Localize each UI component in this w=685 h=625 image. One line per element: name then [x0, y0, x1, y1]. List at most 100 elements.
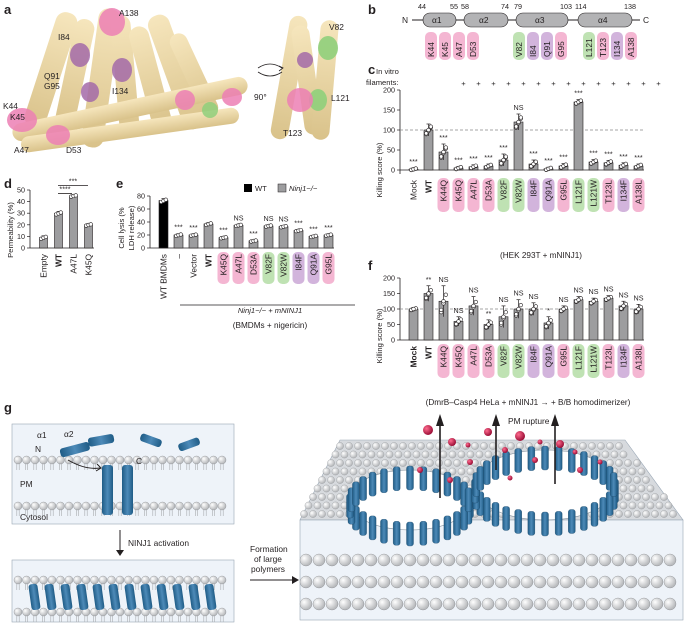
data-point: [518, 115, 523, 120]
rotation-arrow-icon: [257, 63, 283, 69]
residue-pill-k45: K45: [439, 32, 451, 60]
residue-pill-d53: D53: [467, 32, 479, 60]
residue-pill-g95: G95: [555, 32, 567, 60]
residue-label: A138: [626, 37, 636, 57]
significance-label: NS: [514, 103, 524, 112]
right-arrow-icon: [292, 576, 299, 584]
data-point: [73, 193, 78, 198]
data-point: [439, 307, 444, 313]
data-point: [499, 320, 504, 325]
pos-74: 74: [501, 2, 509, 11]
y-tick-label: 20: [137, 231, 145, 240]
significance-label: ***: [469, 154, 478, 163]
legend-ninj1-label: Ninj1−/−: [289, 184, 318, 193]
cytosolic-content-bead: [448, 438, 456, 446]
data-point: [503, 154, 508, 159]
data-point: [193, 232, 198, 237]
filament-plus: +: [611, 79, 616, 88]
panel-e: e Cell lysis (% LDH release) 020406080WT…: [116, 176, 355, 330]
protein-structure-main: A138 I84 Q91 G95 I134 K44 K45 A47 D53: [3, 8, 248, 155]
significance-label: NS: [499, 295, 509, 304]
residue-label: A47: [454, 42, 464, 57]
pos-44: 44: [418, 2, 426, 11]
filament-plus: +: [596, 79, 601, 88]
c-caption: (HEK 293T + mNINJ1): [500, 251, 582, 260]
data-point: [443, 292, 448, 297]
sig-bracket-1: ****: [59, 184, 70, 193]
data-point: [516, 119, 521, 125]
x-tick-label: T123L: [604, 346, 614, 370]
y-tick-label: 200: [383, 274, 395, 283]
g-activation-label: NINJ1 activation: [128, 538, 189, 548]
x-tick-label: A47L: [469, 346, 479, 366]
label-t123: T123: [283, 128, 302, 138]
data-point: [514, 312, 519, 317]
down-arrow-icon: [116, 550, 124, 556]
data-point: [533, 159, 538, 164]
data-point: [561, 306, 566, 312]
data-point: [253, 238, 258, 243]
significance-label: NS: [634, 293, 644, 302]
data-point: [546, 320, 551, 326]
data-point: [88, 222, 93, 227]
significance-label: NS: [234, 213, 244, 222]
x-tick-label: G95L: [324, 254, 334, 275]
d-ylabel: Permeability (%): [6, 202, 15, 258]
residue-pill-v82: V82: [513, 32, 525, 60]
x-tick-label: K45Q: [454, 180, 464, 202]
f-caption: (DmrB–Casp4 HeLa + mNINJ1 → + B/B homodi…: [426, 398, 631, 407]
filament-plus: +: [491, 79, 496, 88]
bar-mock: [408, 308, 419, 341]
data-point: [458, 165, 463, 170]
x-tick-label: V82W: [279, 254, 289, 277]
bar-t123l: [603, 297, 614, 341]
residue-label: Q91: [542, 41, 552, 57]
y-tick-label: 50: [387, 320, 395, 329]
pos-58: 58: [461, 2, 469, 11]
filament-plus: +: [461, 79, 466, 88]
sig-bracket-2: ***: [69, 176, 78, 185]
significance-label: ***: [589, 149, 598, 158]
label-k44: K44: [3, 101, 18, 111]
helix-label-1: α1: [432, 15, 442, 25]
cytosolic-content-bead: [515, 431, 525, 441]
data-point: [488, 162, 493, 167]
panel-a: a A138 I84 Q91 G95 I134 K44: [3, 2, 350, 155]
data-point: [531, 306, 536, 312]
residue-label: V82: [514, 42, 524, 57]
y-tick-label: 0: [391, 166, 395, 175]
x-tick-label: I84F: [529, 180, 539, 197]
significance-label: ***: [219, 226, 228, 235]
residue-pill-t123: T123: [597, 32, 609, 60]
y-tick-label: 150: [383, 106, 395, 115]
significance-label: ***: [484, 153, 493, 162]
bar-wt: [203, 223, 214, 249]
y-tick-label: 100: [383, 305, 395, 314]
significance-label: ***: [574, 89, 583, 98]
rotation-label: 90°: [254, 92, 267, 102]
data-point: [608, 159, 613, 164]
significance-label: NS: [529, 292, 539, 301]
label-i84: I84: [58, 32, 70, 42]
data-point: [178, 232, 183, 237]
g-c-label: C: [136, 456, 142, 466]
significance-label: NS: [589, 287, 599, 296]
data-point: [298, 227, 303, 233]
significance-label: NS: [469, 286, 479, 295]
x-tick-label: V82F: [499, 346, 509, 366]
data-point: [473, 299, 478, 305]
panel-label-g: g: [4, 400, 12, 415]
x-tick-label: WT: [424, 179, 434, 193]
panel-f: f Killing score (%) 050100150200Mock**WT…: [368, 258, 645, 407]
label-i134: I134: [112, 86, 129, 96]
x-tick-label: I134F: [619, 180, 629, 201]
x-tick-label: V82W: [514, 346, 524, 369]
cytosolic-content-bead: [532, 457, 538, 463]
y-tick-label: 80: [137, 192, 145, 201]
data-point: [606, 296, 611, 301]
x-tick-label: Q91A: [544, 346, 554, 368]
y-tick-label: 200: [383, 86, 395, 95]
